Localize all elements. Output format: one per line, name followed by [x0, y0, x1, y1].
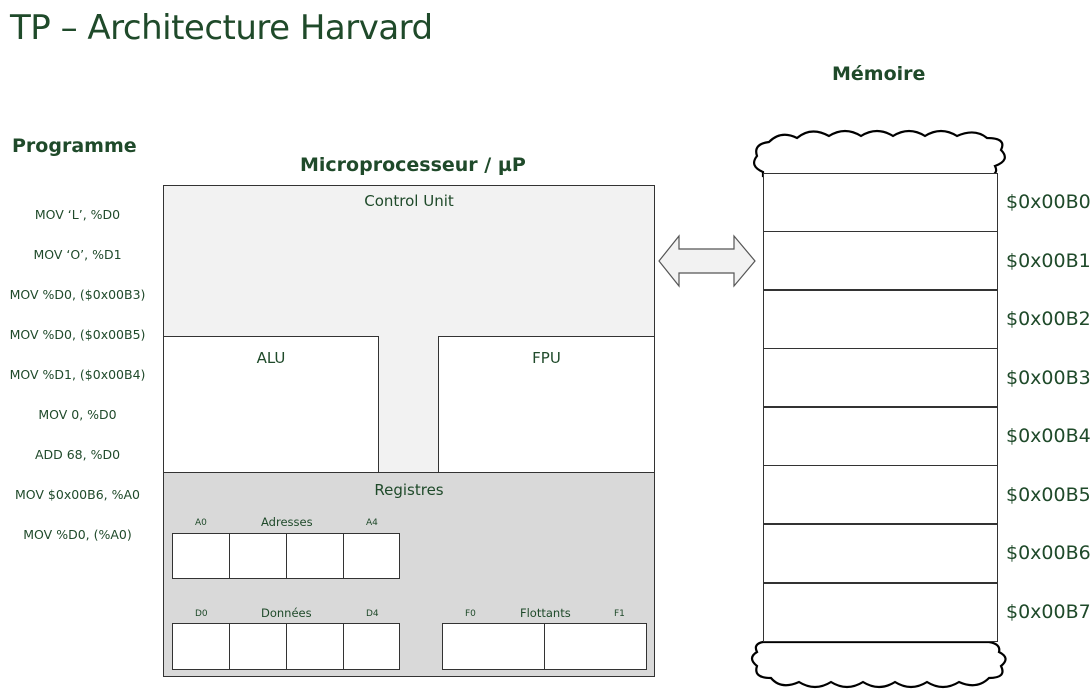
float-last-label: F1 [614, 609, 625, 619]
memory-address: $0x00B6 [1006, 542, 1091, 564]
memory-address: $0x00B4 [1006, 425, 1091, 447]
data-label: Données [261, 606, 312, 620]
instruction-9: MOV %D0, (%A0) [23, 527, 132, 542]
address-register [286, 533, 344, 579]
data-first-label: D0 [195, 609, 208, 619]
data-register [229, 623, 287, 670]
memory-top-cloud-icon [753, 129, 1006, 178]
memory-address: $0x00B3 [1006, 367, 1091, 389]
fpu-label: FPU [532, 349, 561, 367]
memory-cell [763, 465, 998, 524]
data-register [286, 623, 344, 670]
memory-bottom-cloud-icon [750, 640, 1007, 689]
address-register [229, 533, 287, 579]
bus-double-arrow-icon [658, 234, 756, 288]
data-last-label: D4 [366, 609, 379, 619]
page-title: TP – Architecture Harvard [10, 8, 433, 48]
memory-address: $0x00B5 [1006, 484, 1091, 506]
floats-label: Flottants [520, 606, 571, 620]
programme-heading: Programme [12, 135, 137, 157]
memory-heading: Mémoire [832, 63, 926, 85]
address-register [343, 533, 400, 579]
float-register [544, 623, 647, 670]
float-register [442, 623, 545, 670]
data-register [343, 623, 400, 670]
data-register [172, 623, 230, 670]
memory-cell [763, 290, 998, 349]
alu-label: ALU [256, 349, 286, 367]
memory-cell [763, 231, 998, 290]
memory-cell [763, 348, 998, 407]
instruction-5: MOV %D1, ($0x00B4) [9, 367, 146, 382]
instruction-8: MOV $0x00B6, %A0 [15, 487, 140, 502]
address-last-label: A4 [366, 518, 378, 528]
memory-cell [763, 407, 998, 466]
control-unit-label: Control Unit [364, 192, 454, 210]
instruction-6: MOV 0, %D0 [38, 407, 117, 422]
instruction-3: MOV %D0, ($0x00B3) [9, 287, 146, 302]
memory-address: $0x00B7 [1006, 601, 1091, 623]
memory-address: $0x00B0 [1006, 191, 1091, 213]
memory-cell [763, 524, 998, 583]
microprocessor-heading: Microprocesseur / µP [300, 154, 526, 176]
instruction-1: MOV ‘L’, %D0 [34, 207, 121, 222]
memory-address: $0x00B2 [1006, 308, 1091, 330]
alu-box [163, 336, 379, 473]
instruction-2: MOV ‘O’, %D1 [33, 247, 122, 262]
float-first-label: F0 [465, 609, 476, 619]
instruction-4: MOV %D0, ($0x00B5) [9, 327, 146, 342]
memory-cell [763, 173, 998, 232]
instruction-7: ADD 68, %D0 [34, 447, 121, 462]
memory-address: $0x00B1 [1006, 250, 1091, 272]
registers-label: Registres [374, 481, 444, 499]
addresses-label: Adresses [261, 515, 313, 529]
address-first-label: A0 [195, 518, 207, 528]
address-register [172, 533, 230, 579]
memory-cell [763, 583, 998, 642]
